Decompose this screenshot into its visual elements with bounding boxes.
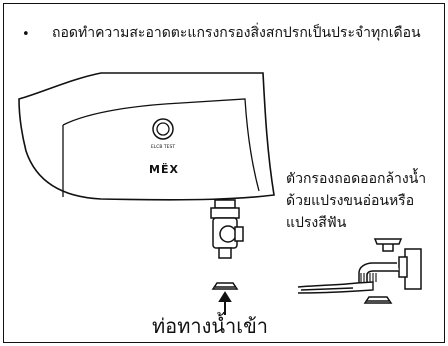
filter-cleaning-caption: ตัวกรองถอดออกล้างน้ำ ด้วยแปรงขนอ่อนหรือ …	[286, 171, 427, 231]
instruction-text: ถอดทำความสะอาดตะแกรงกรองสิ่งสกปรกเป็นประ…	[52, 25, 421, 41]
bullet-marker: •	[22, 27, 30, 42]
heater-body-outline	[18, 72, 275, 201]
illustration-frame: • ถอดทำความสะอาดตะแกรงกรองสิ่งสกปรกเป็นป…	[3, 3, 445, 343]
arrow-up-icon	[218, 291, 232, 315]
brand-logo: MËX	[149, 162, 179, 176]
toothbrush-icon	[297, 273, 377, 294]
heater-diagram: ELCB TEST MËX	[18, 72, 422, 315]
elcb-test-label: ELCB TEST	[151, 144, 175, 150]
elcb-test-button-inner	[156, 122, 170, 136]
inlet-fitting	[210, 199, 244, 259]
filter-mesh-cleaning	[363, 296, 393, 304]
heater-body-inner	[62, 98, 260, 197]
filter-mesh-removed	[211, 282, 239, 290]
water-inlet-caption: ท่อทางน้ำเข้า	[152, 314, 269, 338]
